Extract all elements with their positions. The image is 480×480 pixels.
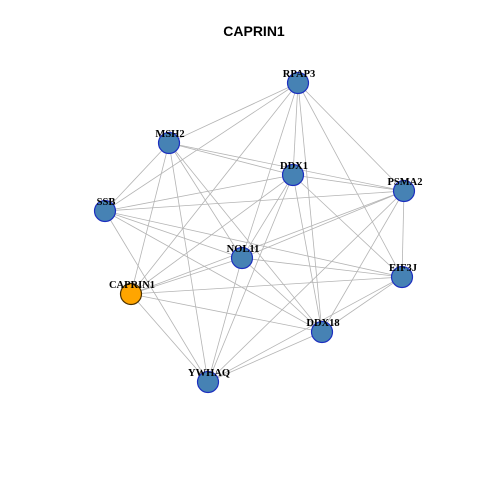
edge-msh2-ddx1 (168, 142, 294, 176)
edge-rpap3-msh2 (168, 82, 299, 144)
node-label-eif3j: EIF3J (389, 263, 417, 274)
node-label-caprin1: CAPRIN1 (109, 280, 155, 291)
edge-ssb-ywhaq (104, 210, 209, 383)
edge-caprin1-ddx18 (130, 293, 323, 333)
edge-rpap3-nol11 (241, 82, 299, 259)
edge-nol11-caprin1 (130, 257, 243, 295)
edge-ddx18-ywhaq (207, 331, 323, 383)
edge-ssb-nol11 (104, 210, 243, 259)
node-label-ddx18: DDX18 (306, 318, 339, 329)
edge-eif3j-ywhaq (207, 276, 403, 383)
node-label-ddx1: DDX1 (280, 161, 308, 172)
edge-msh2-ssb (104, 142, 170, 212)
node-ddx1 (281, 163, 305, 187)
edge-rpap3-ddx1 (292, 82, 299, 176)
edge-ddx1-ywhaq (207, 174, 294, 383)
edge-ssb-ddx18 (104, 210, 323, 333)
edge-ddx1-ddx18 (292, 174, 323, 333)
edge-psma2-eif3j (401, 190, 405, 278)
node-psma2 (392, 179, 416, 203)
node-ddx18 (310, 320, 334, 344)
edge-layer (104, 82, 405, 383)
node-ywhaq (196, 370, 220, 394)
edge-nol11-ywhaq (207, 257, 243, 383)
graph-title: CAPRIN1 (223, 23, 285, 39)
edge-rpap3-psma2 (297, 82, 405, 192)
edge-eif3j-caprin1 (130, 276, 403, 295)
edge-nol11-eif3j (241, 257, 403, 278)
node-eif3j (390, 265, 414, 289)
edge-ddx1-nol11 (241, 174, 294, 259)
node-caprin1 (119, 282, 143, 306)
node-label-psma2: PSMA2 (388, 177, 423, 188)
node-layer (93, 71, 416, 394)
edge-psma2-ssb (104, 190, 405, 212)
edge-rpap3-ddx18 (297, 82, 323, 333)
node-label-rpap3: RPAP3 (283, 69, 315, 80)
edge-eif3j-ddx18 (321, 276, 403, 333)
edge-nol11-ddx18 (241, 257, 323, 333)
edge-msh2-ywhaq (168, 142, 209, 383)
node-label-ssb: SSB (97, 197, 116, 208)
edge-psma2-caprin1 (130, 190, 405, 295)
edge-msh2-caprin1 (130, 142, 170, 295)
node-rpap3 (286, 71, 310, 95)
edge-psma2-ywhaq (207, 190, 405, 383)
edge-psma2-ddx18 (321, 190, 405, 333)
node-label-nol11: NOL11 (227, 244, 260, 255)
edge-rpap3-ssb (104, 82, 299, 212)
node-nol11 (230, 246, 254, 270)
node-label-ywhaq: YWHAQ (188, 368, 230, 379)
node-label-msh2: MSH2 (155, 129, 184, 140)
edge-caprin1-ywhaq (130, 293, 209, 383)
edge-psma2-nol11 (241, 190, 405, 259)
edge-ddx1-psma2 (292, 174, 405, 192)
edge-rpap3-caprin1 (130, 82, 299, 295)
edge-ddx1-eif3j (292, 174, 403, 278)
node-ssb (93, 199, 117, 223)
edge-ssb-eif3j (104, 210, 403, 278)
edge-msh2-nol11 (168, 142, 243, 259)
node-msh2 (157, 131, 181, 155)
edge-ddx1-ssb (104, 174, 294, 212)
edge-msh2-ddx18 (168, 142, 323, 333)
